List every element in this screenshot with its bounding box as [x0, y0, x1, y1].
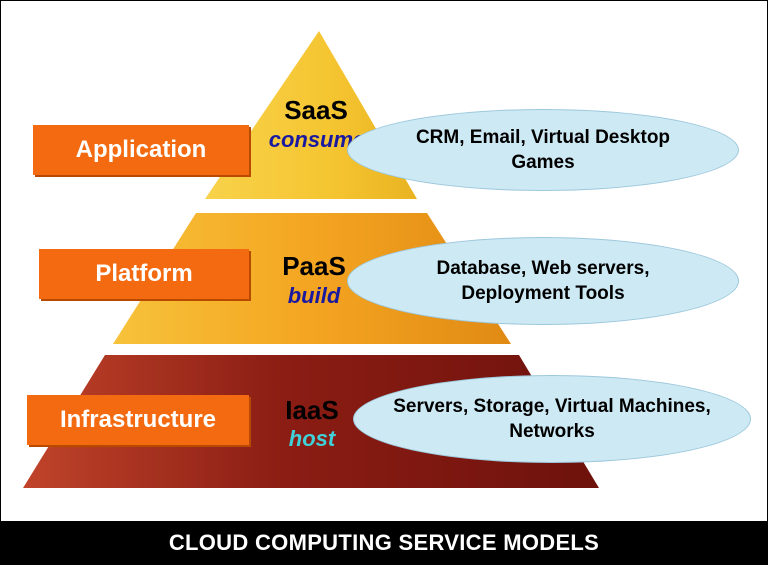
iaas-examples-line2: Networks [509, 421, 595, 442]
diagram-frame: Application SaaS consume CRM, Email, Vir… [0, 0, 768, 522]
saas-examples-line2: Games [511, 152, 575, 173]
label-application: Application [33, 125, 249, 175]
iaas-verb: host [288, 426, 336, 451]
label-platform: Platform [39, 249, 249, 299]
label-infrastructure: Infrastructure [27, 395, 249, 445]
saas-examples-ellipse: CRM, Email, Virtual Desktop Games [347, 109, 739, 191]
footer-title: CLOUD COMPUTING SERVICE MODELS [0, 521, 768, 565]
iaas-code: IaaS [285, 395, 339, 425]
paas-examples-line1: Database, Web servers, [436, 258, 650, 279]
paas-code: PaaS [282, 251, 346, 281]
iaas-examples-line1: Servers, Storage, Virtual Machines, [393, 396, 711, 417]
paas-verb: build [287, 283, 341, 308]
saas-examples-line1: CRM, Email, Virtual Desktop [415, 127, 671, 148]
paas-examples-ellipse: Database, Web servers, Deployment Tools [347, 237, 739, 325]
iaas-examples-ellipse: Servers, Storage, Virtual Machines, Netw… [353, 375, 751, 463]
paas-examples-line2: Deployment Tools [461, 283, 625, 304]
saas-code: SaaS [284, 95, 348, 125]
